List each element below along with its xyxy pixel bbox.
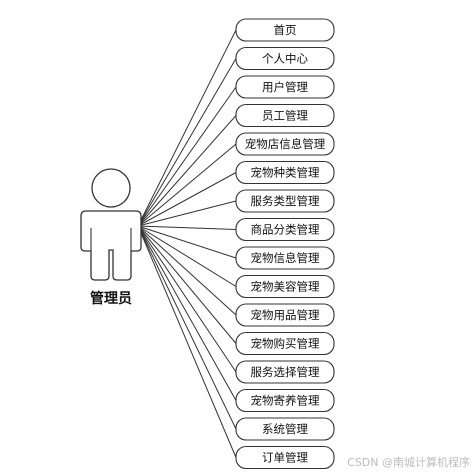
connector-line — [137, 58, 237, 227]
module-box: 宠物购买管理 — [235, 331, 335, 356]
module-label: 个人中心 — [262, 52, 308, 66]
module-box: 员工管理 — [235, 103, 335, 128]
module-box-outline — [235, 103, 335, 128]
connector-line — [137, 225, 237, 316]
actor-label: 管理员 — [90, 290, 132, 307]
module-boxes: 首页个人中心用户管理员工管理宠物店信息管理宠物种类管理服务类型管理商品分类管理宠… — [235, 18, 335, 470]
module-label: 宠物信息管理 — [251, 251, 320, 265]
module-box-outline — [235, 246, 335, 270]
connector-line — [137, 172, 237, 227]
connector-lines — [137, 29, 237, 458]
module-box: 服务选择管理 — [235, 360, 335, 384]
connector-line — [137, 86, 237, 227]
module-label: 宠物美容管理 — [251, 280, 320, 294]
module-box: 个人中心 — [235, 46, 335, 71]
connector-line — [137, 225, 237, 230]
module-box-outline — [235, 46, 335, 71]
module-label: 员工管理 — [262, 109, 308, 123]
module-label: 宠物种类管理 — [251, 166, 320, 180]
module-box-outline — [235, 360, 335, 384]
module-box-outline — [235, 160, 335, 185]
watermark-text: CSDN @南城计算机程序 — [347, 455, 470, 469]
actor-figure: 管理员 — [80, 168, 142, 307]
module-box: 系统管理 — [235, 417, 335, 441]
module-label: 宠物店信息管理 — [245, 137, 326, 151]
module-box-outline — [235, 18, 335, 42]
module-box-outline — [235, 217, 335, 242]
module-box-outline — [235, 132, 335, 156]
connector-line — [137, 225, 237, 287]
module-box-outline — [235, 75, 335, 99]
connector-line — [137, 143, 237, 227]
module-box: 宠物用品管理 — [235, 303, 335, 327]
module-box: 宠物寄养管理 — [235, 388, 335, 413]
module-label: 首页 — [274, 23, 297, 37]
module-label: 服务选择管理 — [251, 365, 320, 379]
module-label: 订单管理 — [262, 451, 308, 465]
module-box: 服务类型管理 — [235, 189, 335, 213]
module-label: 宠物寄养管理 — [251, 394, 320, 408]
connector-line — [137, 225, 237, 401]
module-label: 商品分类管理 — [251, 223, 320, 237]
connector-line — [137, 225, 237, 344]
module-box-outline — [235, 417, 335, 441]
module-box-outline — [235, 445, 335, 470]
connector-line — [137, 200, 237, 227]
connector-line — [137, 225, 237, 458]
module-box: 宠物信息管理 — [235, 246, 335, 270]
module-box: 宠物店信息管理 — [235, 132, 335, 156]
connector-line — [137, 29, 237, 227]
module-box: 首页 — [235, 18, 335, 42]
connector-line — [137, 225, 237, 259]
actor-body — [80, 210, 142, 281]
connector-line — [137, 115, 237, 227]
module-label: 宠物购买管理 — [251, 337, 320, 351]
module-label: 系统管理 — [262, 422, 308, 436]
module-box: 商品分类管理 — [235, 217, 335, 242]
module-box: 宠物美容管理 — [235, 274, 335, 299]
module-box: 用户管理 — [235, 75, 335, 99]
module-label: 用户管理 — [262, 80, 308, 94]
module-box: 宠物种类管理 — [235, 160, 335, 185]
module-box-outline — [235, 274, 335, 299]
module-box-outline — [235, 388, 335, 413]
connector-line — [137, 225, 237, 373]
module-box-outline — [235, 331, 335, 356]
module-label: 服务类型管理 — [251, 194, 320, 208]
actor-head — [91, 168, 131, 208]
connector-line — [137, 225, 237, 430]
module-box-outline — [235, 189, 335, 213]
module-box-outline — [235, 303, 335, 327]
module-label: 宠物用品管理 — [251, 308, 320, 322]
module-box: 订单管理 — [235, 445, 335, 470]
